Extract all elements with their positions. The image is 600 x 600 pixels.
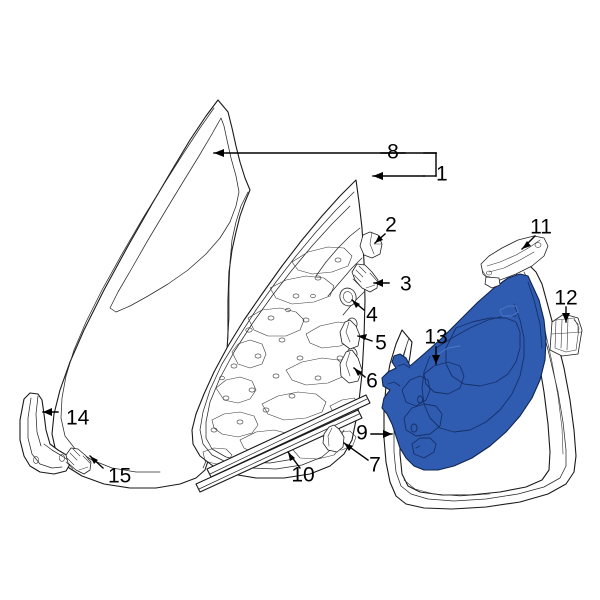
callout-number-14[interactable]: 14 bbox=[66, 407, 90, 430]
part-clip-retainer[interactable] bbox=[359, 231, 383, 259]
part-bracket-screw[interactable] bbox=[65, 447, 92, 475]
callout-number-1[interactable]: 1 bbox=[436, 163, 448, 186]
part-square-clip[interactable] bbox=[549, 313, 583, 357]
callout-number-8[interactable]: 8 bbox=[387, 141, 399, 164]
callout-number-6[interactable]: 6 bbox=[366, 370, 378, 393]
part-door-trim-panel-highlighted[interactable] bbox=[381, 273, 547, 471]
part-trim-bracket[interactable] bbox=[480, 235, 549, 289]
callout-number-11[interactable]: 11 bbox=[530, 216, 552, 239]
callout-number-3[interactable]: 3 bbox=[400, 273, 412, 296]
callout-number-10[interactable]: 10 bbox=[291, 464, 314, 487]
callout-number-13[interactable]: 13 bbox=[424, 326, 447, 349]
callout-number-7[interactable]: 7 bbox=[369, 454, 381, 477]
part-screw-fastener[interactable] bbox=[351, 263, 379, 293]
callout-number-15[interactable]: 15 bbox=[108, 465, 131, 488]
callout-number-4[interactable]: 4 bbox=[366, 304, 378, 327]
leader-lines bbox=[42, 149, 570, 469]
callout-number-2[interactable]: 2 bbox=[385, 214, 397, 237]
callout-number-9[interactable]: 9 bbox=[356, 422, 368, 445]
part-grommet[interactable] bbox=[337, 286, 358, 308]
callout-labels: 1 2 3 4 5 6 7 8 9 10 11 12 13 14 15 bbox=[66, 141, 578, 488]
callout-number-5[interactable]: 5 bbox=[375, 332, 387, 355]
part-door-inner-frame[interactable] bbox=[191, 179, 366, 479]
part-plug-large[interactable] bbox=[339, 349, 363, 384]
part-plug-small[interactable] bbox=[339, 319, 361, 350]
part-lower-bracket[interactable] bbox=[19, 392, 71, 475]
part-belt-molding[interactable] bbox=[195, 394, 371, 493]
callout-number-12[interactable]: 12 bbox=[554, 287, 577, 310]
part-plug-oval[interactable] bbox=[322, 424, 345, 453]
